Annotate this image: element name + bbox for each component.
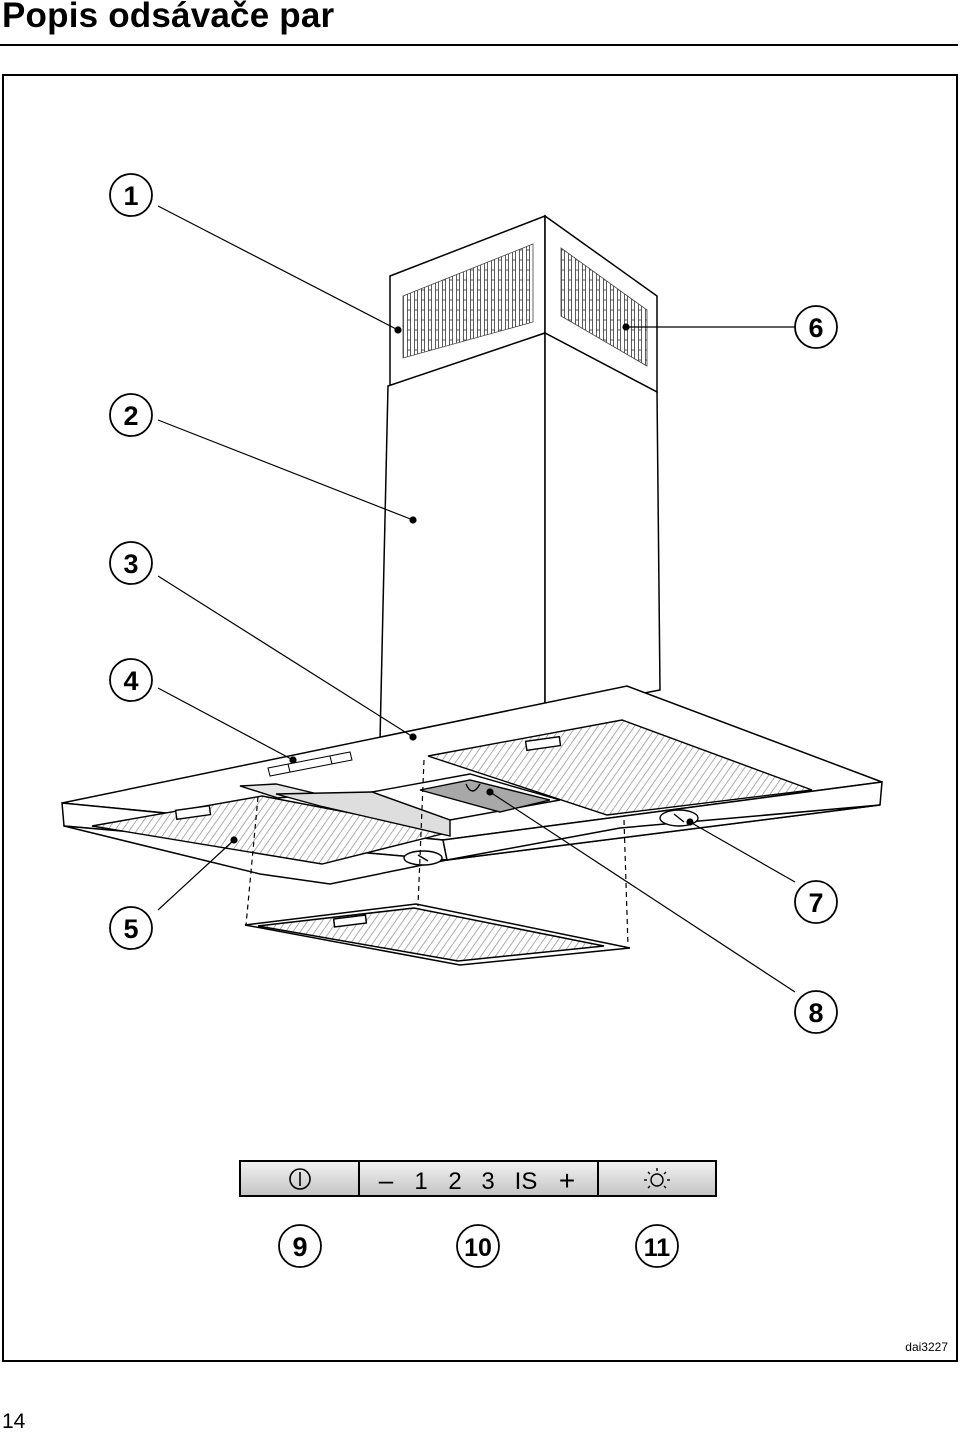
svg-text:10: 10: [464, 1234, 492, 1262]
removed-filter: [244, 903, 631, 966]
svg-text:7: 7: [808, 888, 823, 918]
callout-11: 11: [635, 1224, 679, 1268]
callout-5: 5: [109, 906, 153, 950]
svg-text:9: 9: [292, 1232, 307, 1262]
chimney-upper: [389, 214, 658, 394]
minus-button[interactable]: –: [379, 1165, 394, 1195]
page-title: Popis odsávače par: [2, 0, 335, 35]
callout-6: 6: [794, 305, 838, 349]
figure-code: dai3227: [905, 1340, 948, 1354]
halogen-lights: [403, 809, 699, 866]
svg-text:2: 2: [123, 401, 138, 431]
leader-lines: [157, 205, 796, 993]
callout-4: 4: [109, 658, 153, 702]
central-opening: [275, 773, 561, 837]
light-button[interactable]: [600, 1163, 714, 1194]
callout-3: 3: [109, 541, 153, 585]
intensive-button[interactable]: IS: [515, 1168, 538, 1195]
callout-9: 9: [278, 1224, 322, 1268]
callout-1: 1: [109, 173, 153, 217]
svg-text:6: 6: [808, 313, 823, 343]
svg-text:11: 11: [644, 1234, 671, 1262]
speed-2-button[interactable]: 2: [448, 1168, 461, 1195]
fan-speed-buttons[interactable]: – 1 2 3 IS +: [379, 1165, 575, 1196]
speed-1-button[interactable]: 1: [414, 1168, 427, 1195]
svg-text:1: 1: [123, 181, 138, 211]
speed-3-button[interactable]: 3: [481, 1168, 494, 1195]
power-button[interactable]: [242, 1163, 358, 1194]
power-icon: [289, 1168, 311, 1190]
figure-frame: [2, 74, 958, 1362]
callout-8: 8: [794, 990, 838, 1034]
callout-2: 2: [109, 393, 153, 437]
svg-text:3: 3: [123, 549, 138, 579]
callout-7: 7: [794, 880, 838, 924]
control-panel: [239, 1160, 717, 1197]
chimney-lower: [379, 331, 661, 741]
title-rule: [0, 44, 958, 46]
callout-10: 10: [456, 1224, 500, 1268]
svg-text:5: 5: [123, 914, 138, 944]
canopy-control-strip: [267, 751, 353, 777]
page-number: 14: [2, 1410, 26, 1433]
svg-text:4: 4: [123, 666, 138, 696]
plus-button[interactable]: +: [559, 1165, 575, 1196]
light-icon: [644, 1168, 670, 1189]
filter-guide-lines: [245, 759, 629, 947]
svg-text:8: 8: [808, 998, 823, 1028]
grease-filters: [91, 719, 813, 865]
